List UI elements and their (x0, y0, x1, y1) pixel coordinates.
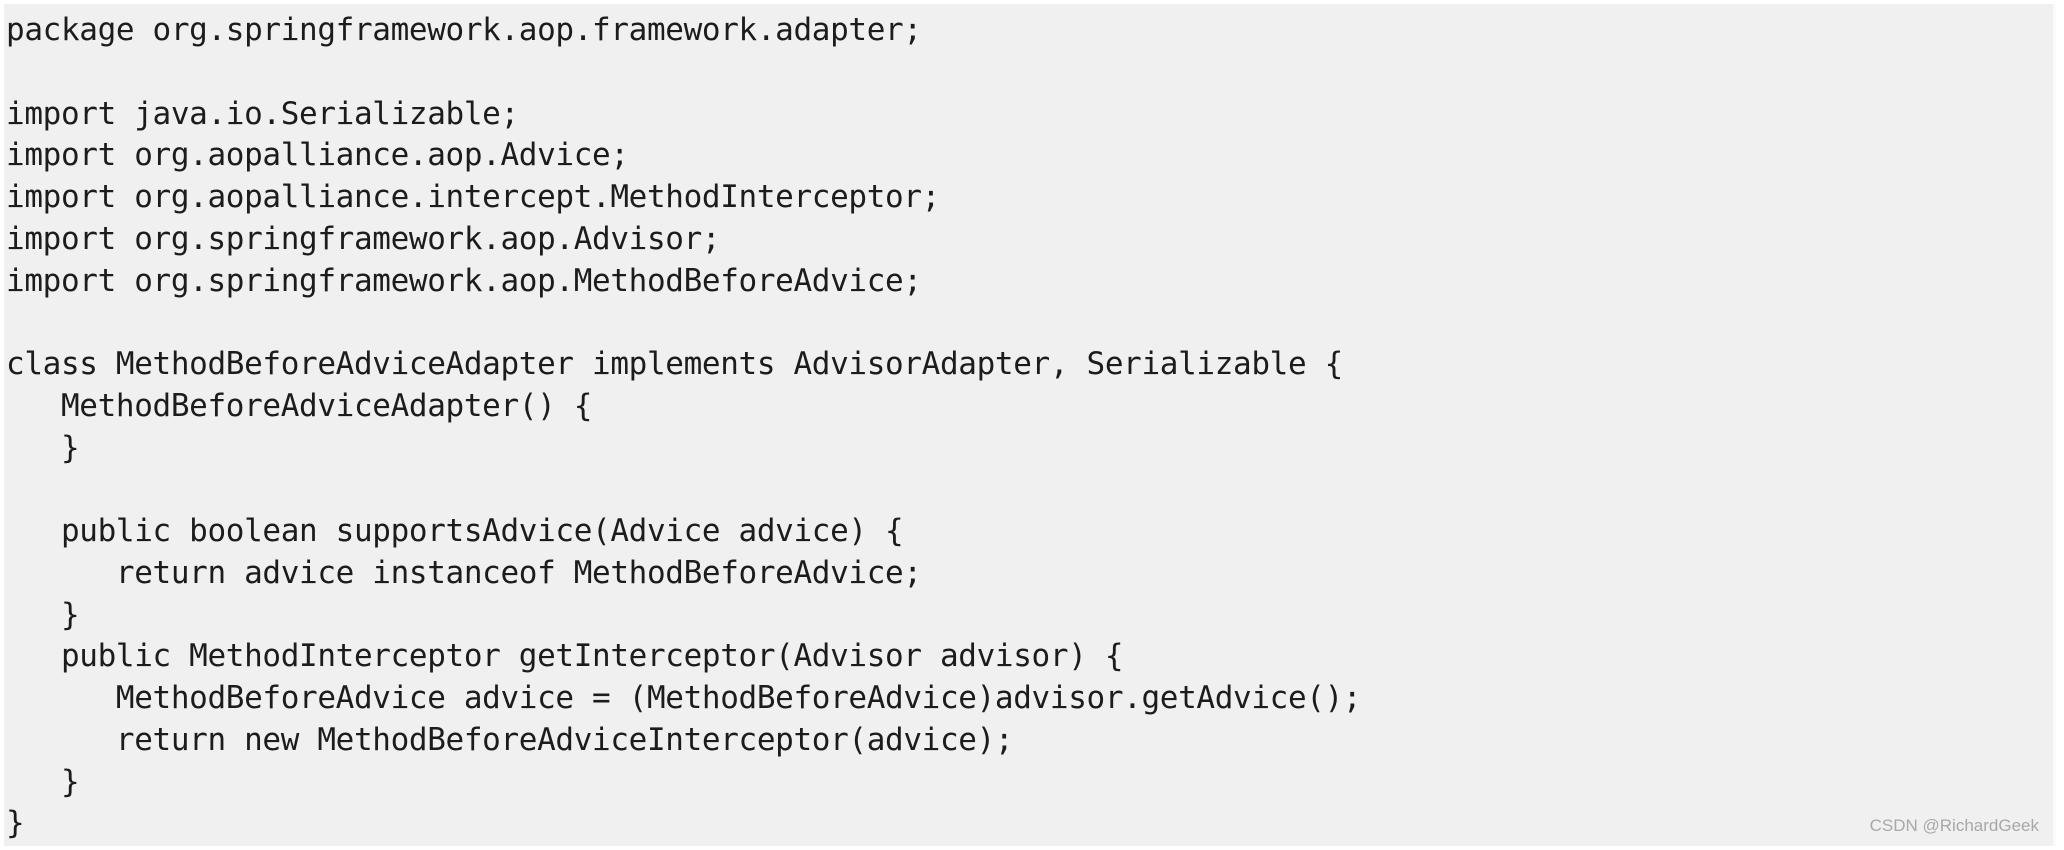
code-line: } (6, 805, 25, 842)
code-line: MethodBeforeAdvice advice = (MethodBefor… (6, 680, 1362, 716)
watermark: CSDN @RichardGeek (1869, 816, 2039, 835)
code-line: import java.io.Serializable; (6, 95, 519, 132)
code-line: return new MethodBeforeAdviceInterceptor… (6, 721, 1014, 758)
code-line: import org.aopalliance.intercept.MethodI… (6, 179, 940, 215)
code-line: class MethodBeforeAdviceAdapter implemen… (6, 346, 1343, 382)
code-line: import org.springframework.aop.MethodBef… (6, 262, 922, 299)
code-line (6, 52, 1361, 94)
code-block: package org.springframework.aop.framewor… (4, 4, 2056, 846)
code-line: MethodBeforeAdviceAdapter() { (6, 387, 593, 424)
code-line: public MethodInterceptor getInterceptor(… (6, 638, 1124, 675)
code-line (6, 469, 1361, 511)
code-line: } (6, 429, 80, 466)
code-line: import org.aopalliance.aop.Advice; (6, 137, 629, 174)
code-line: import org.springframework.aop.Advisor; (6, 220, 721, 257)
code-line: package org.springframework.aop.framewor… (6, 12, 922, 48)
code-lines: package org.springframework.aop.framewor… (6, 10, 1362, 845)
code-line (6, 302, 1361, 344)
code-line: } (6, 596, 80, 633)
code-line: public boolean supportsAdvice(Advice adv… (6, 513, 904, 549)
code-line: return advice instanceof MethodBeforeAdv… (6, 554, 922, 591)
code-line: } (6, 763, 80, 800)
